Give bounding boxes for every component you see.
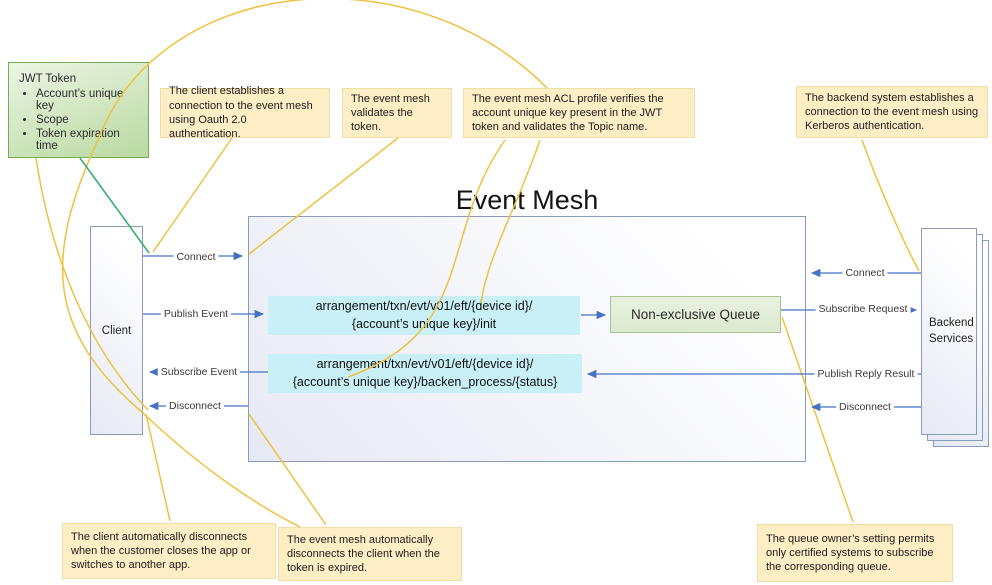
note-acl-profile: The event mesh ACL profile verifies the … [463, 88, 695, 138]
diagram-title: Event Mesh [455, 185, 599, 215]
jwt-item-scope: Scope [36, 114, 140, 126]
label-connect-right: Connect [842, 267, 888, 279]
note-backend-kerberos: The backend system establishes a connect… [796, 86, 988, 138]
label-publish-event: Publish Event [160, 308, 232, 320]
connector-oauth-note-to-connect [152, 137, 233, 253]
non-exclusive-queue: Non-exclusive Queue [610, 296, 781, 333]
jwt-token-box: JWT Token Account’s unique key Scope Tok… [8, 62, 149, 158]
note-queue-owner: The queue owner’s setting permits only c… [757, 524, 953, 582]
jwt-item-expiration: Token expiration time [36, 128, 140, 152]
event-mesh-container [248, 216, 806, 462]
jwt-token-title: JWT Token [19, 73, 77, 85]
label-subscribe-event: Subscribe Event [157, 366, 241, 378]
note-mesh-validates-token: The event mesh validates the token. [342, 88, 452, 138]
note-client-disconnect: The client automatically disconnects whe… [62, 523, 276, 579]
label-disconnect-left: Disconnect [166, 400, 224, 412]
topic-init: arrangement/txn/evt/v01/eft/{device id}/… [268, 296, 580, 335]
connector-kerberos-note-to-connect [861, 139, 920, 272]
label-disconnect-right: Disconnect [836, 401, 894, 413]
topic-status-line2: {account’s unique key}/backen_process/{s… [292, 374, 558, 389]
label-publish-reply-result: Publish Reply Result [814, 368, 918, 380]
topic-init-line2: {account’s unique key}/init [351, 316, 497, 331]
note-client-oauth: The client establishes a connection to t… [160, 85, 330, 140]
label-subscribe-request: Subscribe Request [815, 303, 911, 315]
backend-node: Backend Services [921, 228, 977, 435]
backend-label: Backend Services [929, 316, 974, 345]
client-node: Client [90, 226, 143, 435]
topic-init-line1: arrangement/txn/evt/v01/eft/{device id}/ [315, 299, 533, 313]
topic-status-line1: arrangement/txn/evt/v01/eft/{device id}/ [316, 357, 534, 371]
label-connect-left: Connect [173, 251, 219, 263]
connector-client-to-disconnect-note [145, 413, 171, 522]
note-mesh-disconnect: The event mesh automatically disconnects… [278, 527, 462, 581]
topic-status: arrangement/txn/evt/v01/eft/{device id}/… [268, 354, 582, 393]
jwt-token-list: Account’s unique key Scope Token expirat… [19, 88, 140, 152]
client-label: Client [101, 324, 132, 337]
jwt-item-account-key: Account’s unique key [36, 88, 140, 112]
